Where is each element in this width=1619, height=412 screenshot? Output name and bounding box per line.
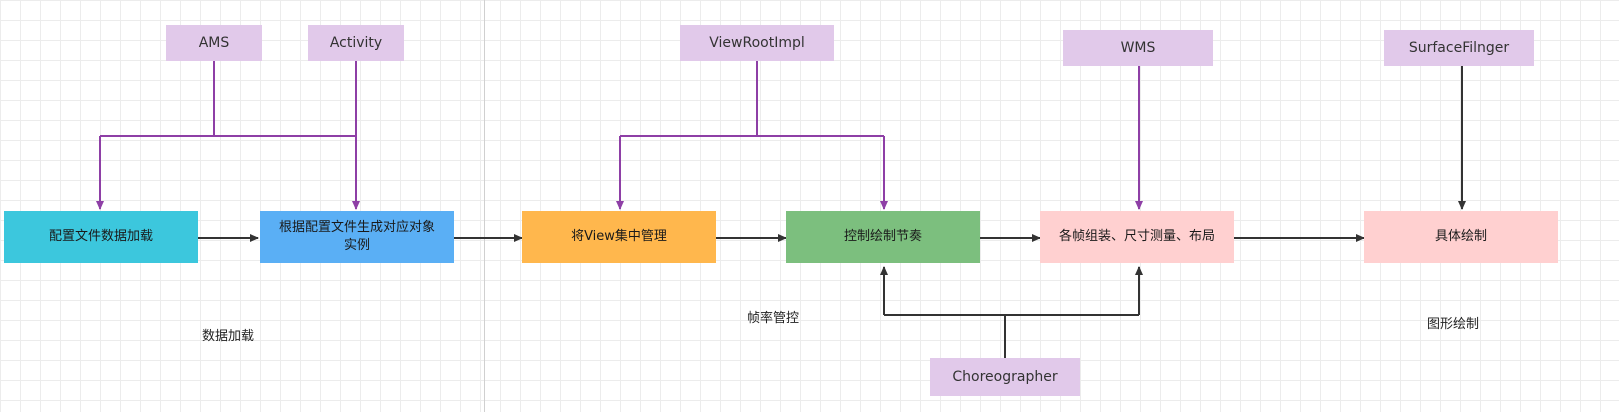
caption-data-loading: 数据加载 [202, 329, 255, 344]
actor-activity: Activity [308, 25, 404, 61]
step-view-manage: 将View集中管理 [522, 211, 716, 263]
step-draw: 具体绘制 [1364, 211, 1558, 263]
actor-surfaceflinger: SurfaceFilnger [1384, 30, 1534, 66]
actor-choreographer: Choreographer [930, 358, 1080, 396]
actor-ams: AMS [166, 25, 262, 61]
caption-frame-control: 帧率管控 [747, 311, 800, 326]
step-load-config: 配置文件数据加载 [4, 211, 198, 263]
actor-viewrootimpl: ViewRootImpl [680, 25, 834, 61]
actor-wms: WMS [1063, 30, 1213, 66]
caption-graphics-drawing: 图形绘制 [1427, 317, 1480, 332]
step-assemble: 各帧组装、尺寸测量、布局 [1040, 211, 1234, 263]
section-divider [484, 0, 485, 412]
step-create-instance: 根据配置文件生成对应对象实例 [260, 211, 454, 263]
step-control-rhythm: 控制绘制节奏 [786, 211, 980, 263]
